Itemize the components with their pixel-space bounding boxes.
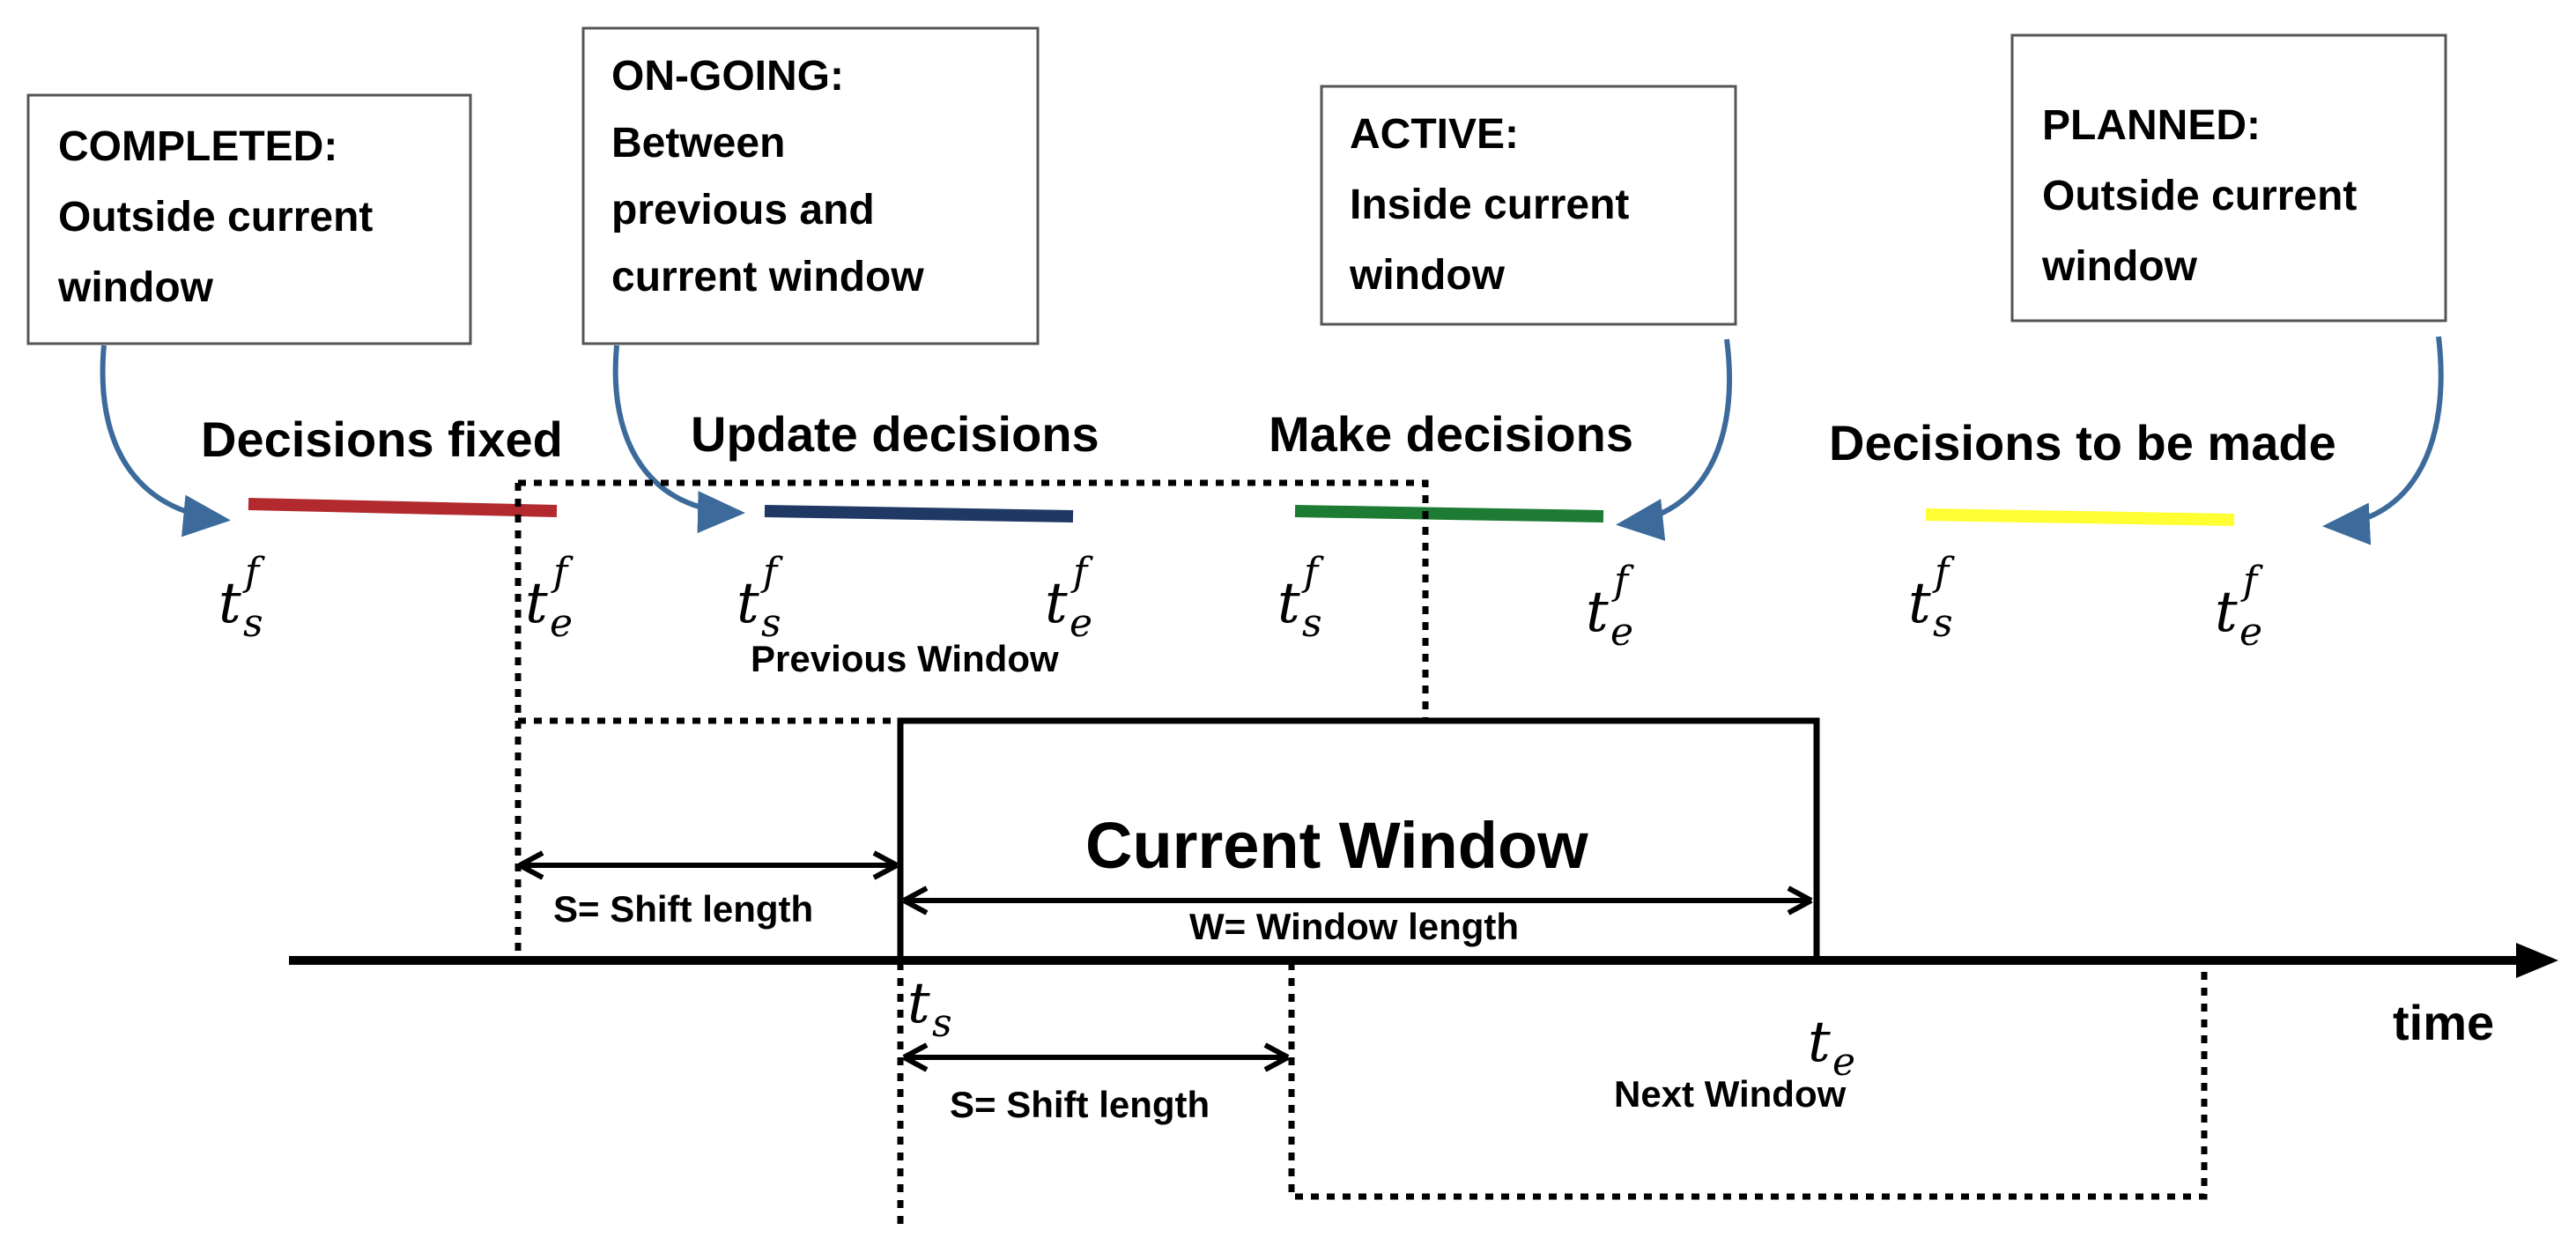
label-shift-length-top: S= Shift length — [553, 888, 813, 930]
status-box-ongoing: ON-GOING: Between previous and current w… — [581, 26, 1040, 345]
label-time: time — [2393, 995, 2494, 1050]
svg-text:e: e — [550, 601, 573, 646]
status-arrows — [100, 336, 2444, 545]
svg-text:f: f — [242, 550, 265, 595]
arrow-completed — [100, 345, 231, 537]
decision-bar-tobemade — [1925, 508, 2235, 526]
status-box-active: ACTIVE: Inside current window — [1320, 85, 1737, 326]
label-previous-window: Previous Window — [751, 638, 1059, 679]
box-planned-line-1: PLANNED: — [2042, 102, 2261, 149]
svg-text:t: t — [1908, 571, 1931, 636]
symbol-ts-f-2: t f s — [737, 550, 783, 646]
label-decisions-to-be-made: Decisions to be made — [1829, 415, 2336, 471]
box-planned-line-3: window — [2041, 243, 2198, 290]
symbol-ts-f-1: t f s — [218, 550, 265, 646]
label-update-decisions: Update decisions — [691, 406, 1099, 462]
previous-window: Previous Window — [514, 479, 1429, 955]
symbol-ts: t s — [907, 971, 952, 1046]
symbol-te-f-1: t f e — [525, 550, 574, 646]
box-active-line-1: ACTIVE: — [1350, 111, 1519, 158]
symbol-te-f-2: t f e — [1045, 550, 1093, 646]
svg-text:e: e — [1610, 610, 1633, 655]
box-ongoing-line-4: current window — [611, 254, 924, 300]
box-ongoing-line-1: ON-GOING: — [611, 53, 844, 100]
decision-bar-fixed — [248, 498, 558, 517]
symbol-te: t e — [1808, 1010, 1855, 1085]
next-window: Next Window — [897, 962, 2208, 1228]
decision-bar-make — [1294, 505, 1604, 523]
svg-text:f: f — [1611, 559, 1634, 604]
svg-text:t: t — [1045, 571, 1068, 636]
svg-text:s: s — [761, 601, 781, 646]
arrow-planned — [2322, 336, 2444, 545]
decision-bar-update — [764, 505, 1074, 523]
svg-text:e: e — [1070, 601, 1092, 646]
svg-text:f: f — [760, 550, 783, 595]
box-ongoing-line-3: previous and — [611, 187, 875, 233]
svg-text:s: s — [1933, 601, 1953, 646]
status-box-planned: PLANNED: Outside current window — [2010, 33, 2447, 322]
label-current-window: Current Window — [1085, 809, 1588, 882]
box-ongoing-line-2: Between — [611, 120, 785, 167]
window-length: W= Window length — [902, 886, 1813, 947]
svg-text:t: t — [2215, 580, 2238, 645]
svg-text:e: e — [1832, 1040, 1855, 1085]
svg-text:s: s — [1302, 601, 1322, 646]
svg-text:f: f — [2240, 559, 2263, 604]
svg-text:e: e — [2239, 610, 2262, 655]
arrow-active — [1616, 338, 1732, 541]
svg-text:s: s — [243, 601, 263, 646]
label-make-decisions: Make decisions — [1269, 406, 1633, 462]
arrow-ongoing — [612, 345, 745, 534]
svg-text:f: f — [551, 550, 574, 595]
shift-length-bottom: S= Shift length — [902, 1042, 1290, 1125]
time-axis: time — [289, 943, 2558, 1050]
svg-text:t: t — [218, 571, 241, 636]
symbol-ts-f-4: t f s — [1908, 550, 1955, 646]
current-window: Current Window — [897, 717, 1820, 964]
label-decisions-fixed: Decisions fixed — [201, 411, 563, 467]
box-completed-line-1: COMPLETED: — [58, 123, 337, 170]
svg-text:t: t — [1808, 1010, 1831, 1075]
box-planned-line-2: Outside current — [2042, 173, 2357, 219]
svg-text:s: s — [932, 1001, 952, 1046]
svg-text:t: t — [525, 571, 548, 636]
svg-text:t: t — [1277, 571, 1300, 636]
svg-text:f: f — [1070, 550, 1093, 595]
label-shift-length-bottom: S= Shift length — [950, 1084, 1210, 1125]
label-next-window: Next Window — [1614, 1073, 1847, 1115]
box-active-line-2: Inside current — [1350, 182, 1629, 228]
box-completed-line-3: window — [57, 264, 214, 311]
box-completed-line-2: Outside current — [58, 194, 373, 241]
box-active-line-3: window — [1349, 252, 1506, 299]
svg-text:t: t — [907, 971, 930, 1036]
svg-text:f: f — [1301, 550, 1324, 595]
symbol-te-f-3: t f e — [1586, 559, 1634, 655]
label-window-length: W= Window length — [1189, 906, 1519, 947]
svg-text:t: t — [737, 571, 759, 636]
svg-text:f: f — [1932, 550, 1955, 595]
symbol-ts-f-3: t f s — [1277, 550, 1324, 646]
symbol-te-f-4: t f e — [2215, 559, 2263, 655]
shift-length-top: S= Shift length — [518, 850, 899, 930]
svg-text:t: t — [1586, 580, 1609, 645]
status-box-completed: COMPLETED: Outside current window — [26, 93, 472, 345]
